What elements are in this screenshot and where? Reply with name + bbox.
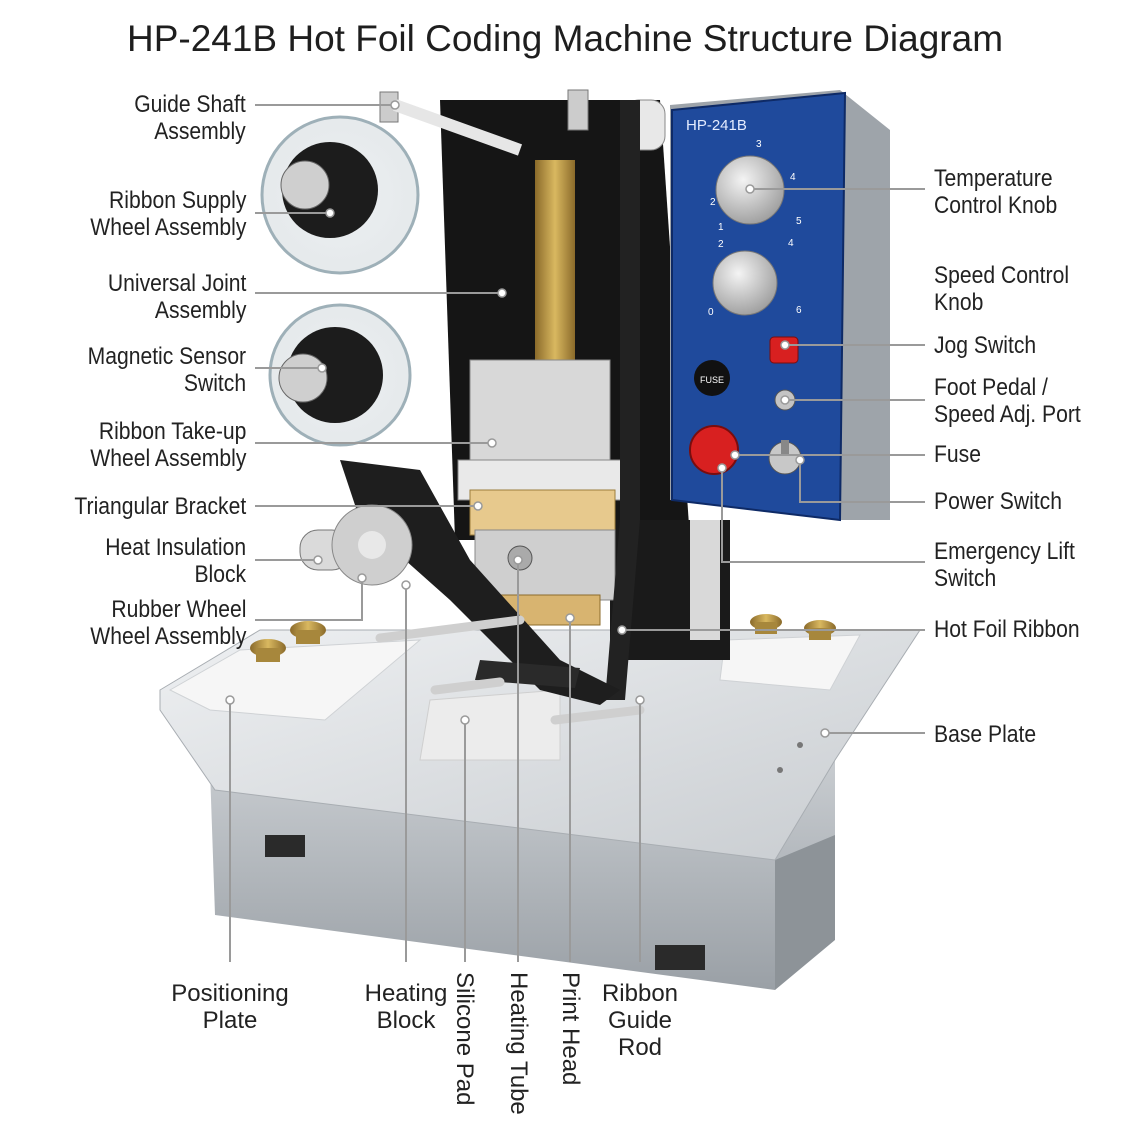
fuse-holder[interactable] [694,360,730,396]
print-head-assembly [457,160,634,626]
label-universal-joint: Universal Joint Assembly [107,270,246,324]
ribbon-reels [260,115,420,447]
emergency-lift-button[interactable] [689,425,739,475]
label-rubber-wheel: Rubber Wheel Wheel Assembly [89,596,246,650]
label-ribbon-takeup: Ribbon Take-up Wheel Assembly [89,418,246,472]
label-ribbon-guide-rod: Ribbon Guide Rod [601,980,679,1061]
speed-scale-2: 2 [718,239,724,250]
label-fuse: Fuse [934,441,981,468]
label-hot-foil-ribbon: Hot Foil Ribbon [934,616,1080,643]
speed-scale-6: 6 [796,305,802,316]
label-foot-pedal: Foot Pedal / Speed Adj. Port [934,374,1081,428]
temp-scale-1: 1 [718,222,724,233]
temp-scale-5: 5 [796,216,802,227]
label-temperature-knob: Temperature Control Knob [934,165,1058,219]
leader-lines [229,104,925,962]
label-triangular-bracket: Triangular Bracket [74,493,246,520]
leader-dots [225,100,830,738]
label-positioning-plate: Positioning Plate [171,980,289,1034]
label-jog-switch: Jog Switch [934,332,1037,359]
label-speed-knob: Speed Control Knob [934,262,1070,316]
label-heat-insulation: Heat Insulation Block [105,534,246,588]
fuse-cap-text: FUSE [700,375,724,385]
speed-knob[interactable] [712,250,778,316]
panel-model-text: HP-241B [686,117,747,134]
label-ribbon-supply: Ribbon Supply Wheel Assembly [89,187,246,241]
label-heating-block: Heating Block [364,980,448,1034]
rubber-wheel [299,504,413,586]
speed-scale-4: 4 [788,238,794,249]
label-base-plate: Base Plate [934,721,1037,748]
temp-scale-2: 2 [710,197,716,208]
jog-switch-button[interactable] [769,336,799,364]
label-silicone-pad: Silicone Pad [451,972,478,1106]
diagram-title: HP-241B Hot Foil Coding Machine Structur… [126,18,1004,59]
control-panel: HP-241B 1 2 3 4 5 0 2 4 6 FUSE [670,90,890,522]
label-print-head: Print Head [557,972,584,1086]
label-magnetic-sensor: Magnetic Sensor Switch [87,343,246,397]
label-guide-shaft: Guide Shaft Assembly [134,91,246,145]
label-heating-tube: Heating Tube [505,972,532,1115]
temp-scale-3: 3 [756,139,762,150]
label-power-switch: Power Switch [934,488,1062,515]
speed-scale-0: 0 [708,307,714,318]
temp-scale-4: 4 [790,172,796,183]
label-emergency-lift: Emergency Lift Switch [934,538,1075,592]
brass-screws [250,614,836,662]
